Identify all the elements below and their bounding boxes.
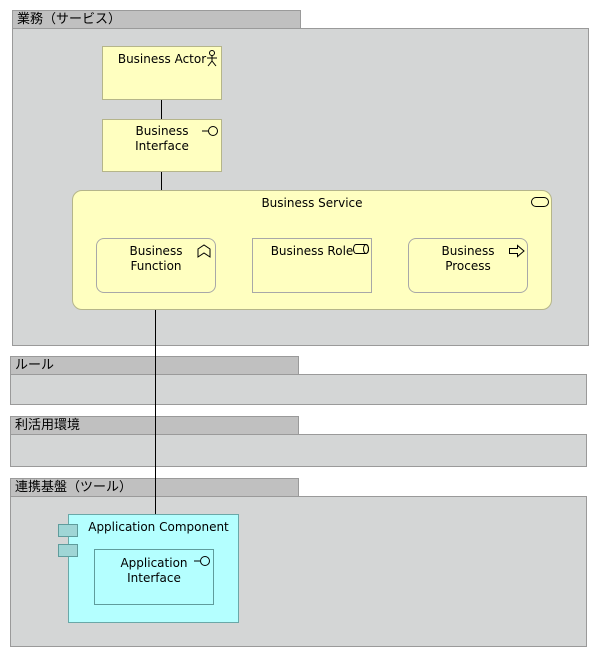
interface-lollipop-icon xyxy=(194,556,210,566)
interface-lollipop-icon xyxy=(202,126,218,136)
business-service-label: Business Service xyxy=(261,196,363,210)
process-arrow-icon xyxy=(509,244,525,258)
connector-interface-service[interactable] xyxy=(161,172,162,191)
component-tab-top-icon xyxy=(58,524,78,537)
business-function[interactable]: Business Function xyxy=(96,238,216,293)
connector-actor-interface[interactable] xyxy=(161,100,162,119)
business-process[interactable]: Business Process xyxy=(408,238,528,293)
business-role-label: Business Role xyxy=(270,244,354,258)
business-process-label-line1: Business xyxy=(441,244,495,258)
application-component[interactable]: Application Component Application Interf… xyxy=(68,514,239,623)
business-process-label-line2: Process xyxy=(445,259,491,273)
function-chevron-icon xyxy=(197,244,211,258)
business-function-label-line1: Business xyxy=(129,244,183,258)
group-riyou[interactable] xyxy=(10,434,587,467)
business-interface-label-line1: Business xyxy=(135,124,189,138)
application-interface-label-line2: Interface xyxy=(127,571,181,585)
role-cylinder-icon xyxy=(353,244,369,254)
application-interface-label-line1: Application xyxy=(120,556,188,570)
application-interface[interactable]: Application Interface xyxy=(94,549,214,605)
group-label-gyomu: 業務（サービス） xyxy=(17,12,122,27)
application-component-label: Application Component xyxy=(88,520,229,534)
connector-service-component[interactable] xyxy=(155,310,156,515)
actor-icon xyxy=(207,50,217,67)
group-label-rule: ルール xyxy=(15,358,55,373)
group-label-renkei: 連携基盤（ツール） xyxy=(15,480,133,495)
business-interface[interactable]: Business Interface xyxy=(102,119,222,172)
service-pill-icon xyxy=(531,197,549,207)
group-tab-riyou[interactable]: 利活用環境 xyxy=(10,416,299,435)
business-function-label-line2: Function xyxy=(130,259,182,273)
business-interface-label-line2: Interface xyxy=(135,139,189,153)
business-actor-label: Business Actor xyxy=(117,52,207,66)
business-role[interactable]: Business Role xyxy=(252,238,372,293)
group-rule[interactable] xyxy=(10,374,587,405)
business-actor[interactable]: Business Actor xyxy=(102,46,222,100)
group-tab-gyomu[interactable]: 業務（サービス） xyxy=(12,10,301,29)
business-service[interactable]: Business Service Business Function Busin… xyxy=(72,190,552,310)
group-label-riyou: 利活用環境 xyxy=(15,418,81,433)
component-tab-bottom-icon xyxy=(58,544,78,557)
